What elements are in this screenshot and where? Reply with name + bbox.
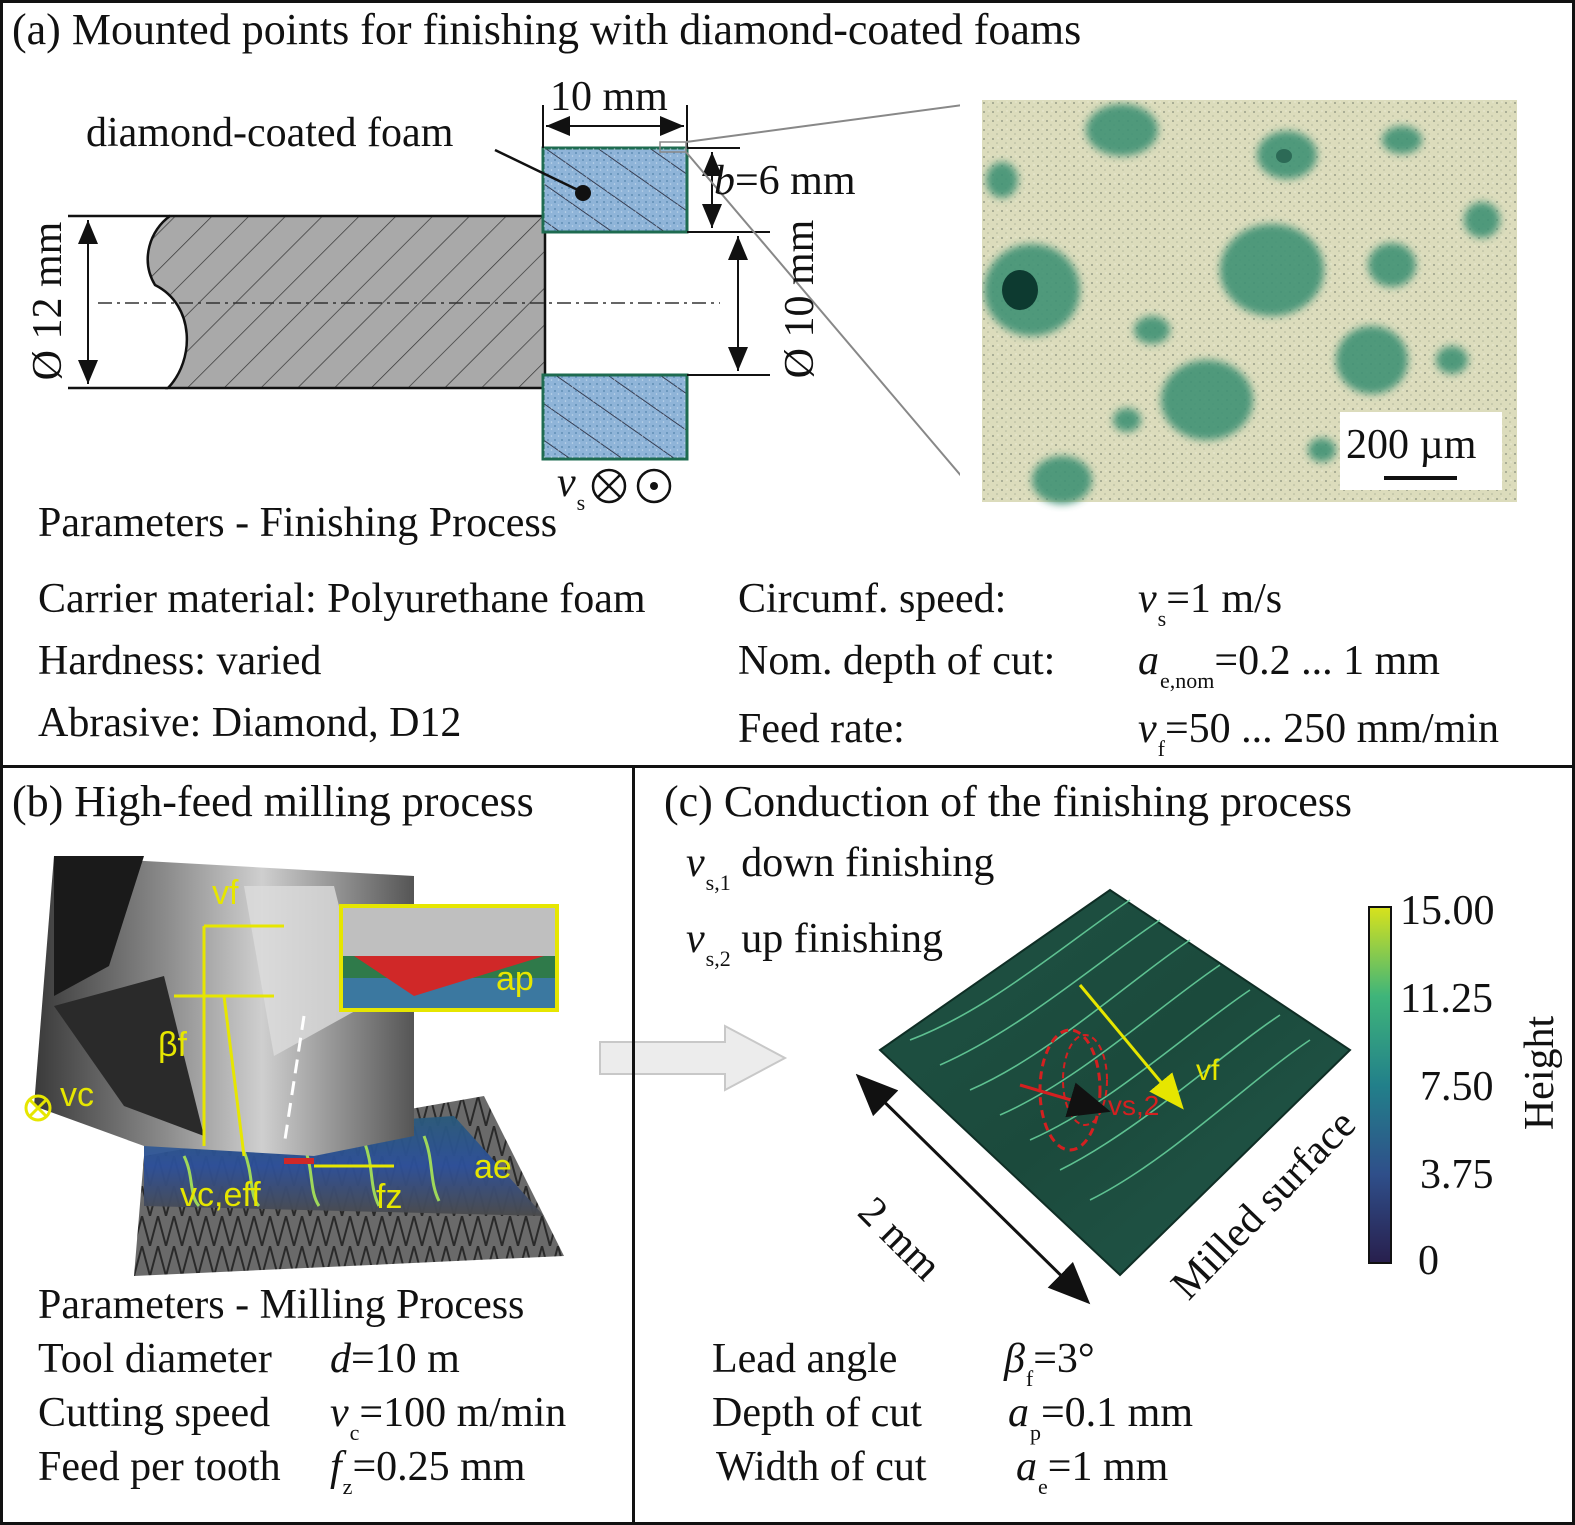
scale-label: 200 µm	[1346, 422, 1477, 468]
finishing-param-value-1: ap=0.1 mm	[1008, 1390, 1194, 1445]
foam-micrograph	[982, 100, 1517, 504]
finishing-param-label-0: Lead angle	[712, 1336, 898, 1382]
panel-c	[632, 765, 1575, 1525]
colorbar-tick-3: 3.75	[1420, 1152, 1494, 1198]
left-param-1: Hardness: varied	[38, 638, 322, 684]
right-param-label-2: Feed rate:	[738, 706, 905, 752]
into-page-icon	[591, 468, 627, 504]
surface-label-vs2: vs,2	[1108, 1090, 1160, 1121]
finishing-param-label-1: Depth of cut	[712, 1390, 922, 1436]
right-param-value-2: vf=50 ... 250 mm/min	[1138, 706, 1500, 761]
milling-param-label-1: Cutting speed	[38, 1390, 271, 1436]
vc-into-page-icon	[24, 1094, 52, 1122]
milling-param-label-0: Tool diameter	[38, 1336, 272, 1382]
shaft	[146, 214, 547, 390]
vs-label: vs	[557, 460, 586, 515]
label-vc: vc	[60, 1076, 94, 1114]
label-vc-eff: vc,eff	[180, 1176, 261, 1214]
panel-b-title: (b) High-feed milling process	[12, 777, 534, 826]
panel-c-title: (c) Conduction of the finishing process	[664, 777, 1352, 826]
height-colorbar	[1368, 906, 1392, 1264]
milling-params-title: Parameters - Milling Process	[38, 1282, 525, 1328]
label-ae: ae	[474, 1148, 512, 1186]
left-param-2: Abrasive: Diamond, D12	[38, 700, 462, 746]
label-vf: vf	[212, 874, 239, 912]
process-arrow	[599, 1024, 788, 1092]
right-param-value-0: vs=1 m/s	[1138, 576, 1283, 631]
finishing-params-title: Parameters - Finishing Process	[38, 500, 558, 546]
milling-tool-illustration	[24, 856, 564, 1276]
colorbar-tick-0: 15.00	[1400, 888, 1495, 934]
surface-topography	[855, 888, 1352, 1305]
colorbar-tick-1: 11.25	[1400, 976, 1493, 1022]
milling-param-value-2: fz=0.25 mm	[330, 1444, 526, 1499]
out-of-page-icon	[636, 468, 672, 504]
dia10-label: Ø 10 mm	[777, 219, 823, 379]
finishing-param-value-0: βf=3°	[1004, 1336, 1095, 1391]
dia12-label: Ø 12 mm	[25, 221, 71, 381]
milling-param-value-1: vc=100 m/min	[330, 1390, 567, 1445]
legend-up-finishing: vs,2 up finishing	[686, 916, 944, 971]
mounted-point-diagram	[68, 104, 960, 504]
right-param-label-1: Nom. depth of cut:	[738, 638, 1056, 684]
colorbar-tick-4: 0	[1418, 1238, 1439, 1284]
milling-param-value-0: d=10 m	[330, 1336, 460, 1382]
legend-down-finishing: vs,1 down finishing	[686, 840, 995, 895]
finishing-param-value-2: ae=1 mm	[1016, 1444, 1169, 1499]
width-label: 10 mm	[550, 74, 668, 120]
label-beta-f: βf	[158, 1026, 188, 1064]
b-dimension-label: b=6 mm	[714, 158, 856, 204]
left-param-0: Carrier material: Polyurethane foam	[38, 576, 646, 622]
foam-label: diamond-coated foam	[86, 110, 454, 156]
surface-label-vf: vf	[1196, 1054, 1220, 1087]
right-param-value-1: ae,nom=0.2 ... 1 mm	[1138, 638, 1440, 693]
right-param-label-0: Circumf. speed:	[738, 576, 1007, 622]
label-fz: fz	[376, 1178, 403, 1216]
label-ap: ap	[496, 960, 534, 998]
panel-a-title: (a) Mounted points for finishing with di…	[12, 5, 1082, 54]
finishing-param-label-2: Width of cut	[716, 1444, 927, 1490]
milling-param-label-2: Feed per tooth	[38, 1444, 281, 1490]
colorbar-tick-2: 7.50	[1420, 1064, 1494, 1110]
colorbar-title: Height	[1517, 1015, 1563, 1131]
